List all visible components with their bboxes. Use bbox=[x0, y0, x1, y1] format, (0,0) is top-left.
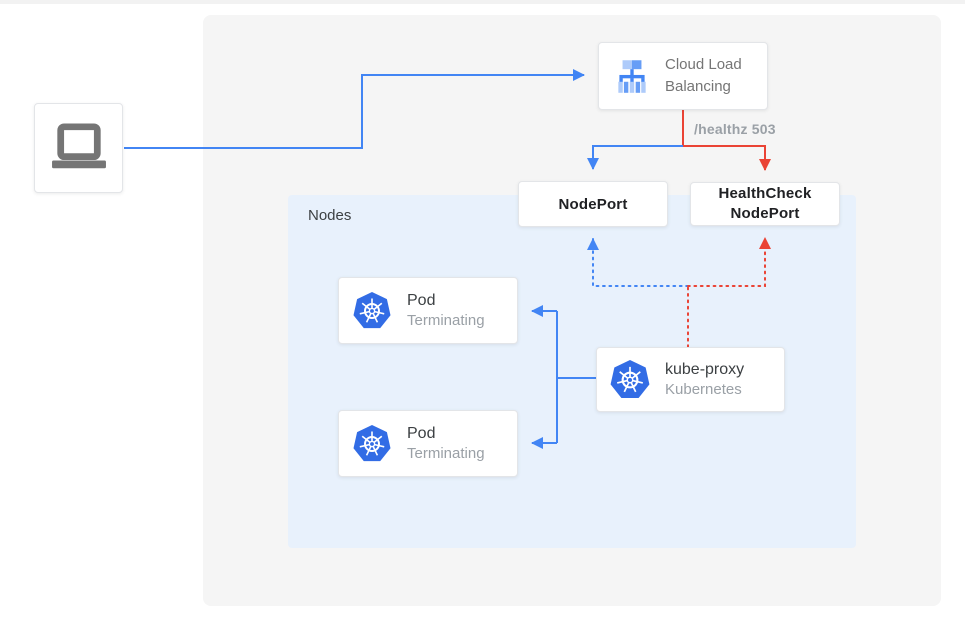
pod-status: Terminating bbox=[407, 445, 485, 463]
kube-proxy-subtitle: Kubernetes bbox=[665, 381, 742, 399]
pod-card-1: Pod Terminating bbox=[338, 277, 518, 344]
cloud-load-balancing-label: Cloud Load Balancing bbox=[665, 56, 742, 95]
client-card bbox=[34, 103, 123, 193]
kubernetes-icon bbox=[352, 424, 392, 464]
nodes-group-label: Nodes bbox=[308, 207, 352, 224]
kube-proxy-card: kube-proxy Kubernetes bbox=[596, 347, 785, 412]
pod-status: Terminating bbox=[407, 312, 485, 330]
top-divider bbox=[0, 0, 965, 4]
laptop-icon bbox=[48, 122, 110, 174]
cloud-load-balancing-card: Cloud Load Balancing bbox=[598, 42, 768, 110]
healthcheck-nodeport-card: HealthCheck NodePort bbox=[690, 182, 840, 226]
healthcheck-nodeport-label: HealthCheck NodePort bbox=[718, 184, 812, 222]
kubernetes-icon bbox=[352, 291, 392, 331]
load-balancer-icon bbox=[611, 55, 653, 97]
nodeport-label: NodePort bbox=[558, 195, 628, 213]
healthz-status-label: /healthz 503 bbox=[694, 121, 776, 137]
nodeport-card: NodePort bbox=[518, 181, 668, 227]
pod-title: Pod bbox=[407, 424, 436, 442]
kube-proxy-title: kube-proxy bbox=[665, 360, 745, 378]
pod-card-2: Pod Terminating bbox=[338, 410, 518, 477]
pod-title: Pod bbox=[407, 291, 436, 309]
kubernetes-icon bbox=[609, 359, 651, 401]
